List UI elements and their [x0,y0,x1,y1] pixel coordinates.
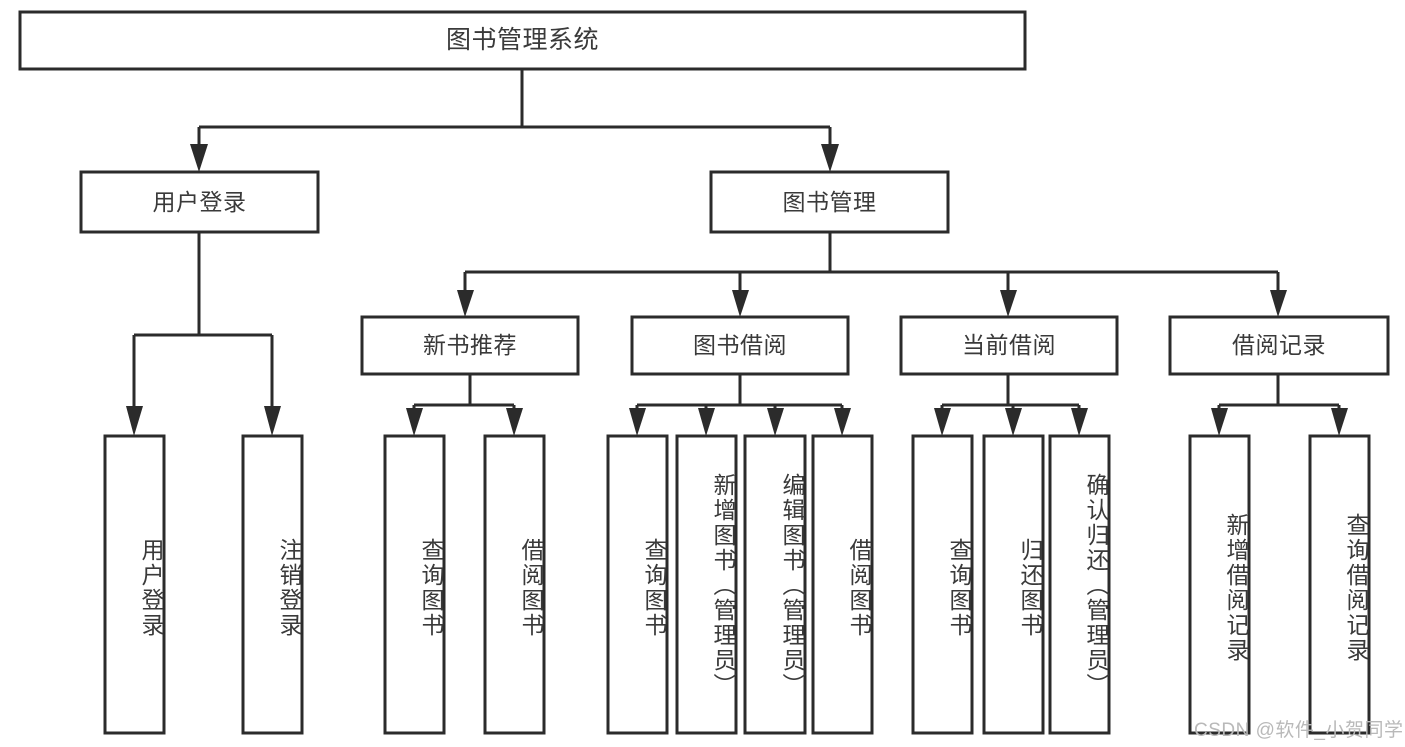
node-box-leaf-query-book-1[interactable] [383,434,446,735]
arrowhead-leaf-query-book-1 [406,408,423,436]
arrowhead-leaf-query-book-2 [629,408,646,436]
node-box-leaf-query-book-3[interactable] [911,434,974,735]
arrowhead-new-book-recommend [457,290,474,317]
node-box-current-borrow[interactable] [899,315,1119,376]
node-box-leaf-add-book[interactable] [675,434,738,735]
arrowhead-leaf-add-record [1211,408,1228,436]
arrowhead-leaf-query-book-3 [934,408,951,436]
arrowhead-leaf-logout [264,406,281,436]
node-box-leaf-query-record[interactable] [1308,434,1371,735]
node-box-user-login[interactable] [79,170,320,234]
node-box-leaf-return-book[interactable] [982,434,1045,735]
arrowhead-borrow-record [1270,290,1287,317]
node-box-book-borrow[interactable] [630,315,850,376]
csdn-watermark: CSDN @软件_小贺同学 [1194,720,1404,741]
arrowhead-user-login [190,144,208,172]
node-box-new-book-recommend[interactable] [360,315,580,376]
arrowhead-current-borrow [1000,290,1017,317]
node-box-root[interactable] [18,10,1027,71]
arrowhead-book-manage [821,144,839,172]
arrowhead-leaf-confirm-return [1071,408,1088,436]
node-box-leaf-borrow-book-1[interactable] [483,434,546,735]
arrowhead-leaf-query-record [1331,408,1348,436]
node-box-leaf-user-login[interactable] [103,434,166,735]
arrowhead-leaf-return-book [1005,408,1022,436]
arrowhead-leaf-user-login [126,406,143,436]
node-box-leaf-borrow-book-2[interactable] [811,434,874,735]
node-box-leaf-logout[interactable] [241,434,304,735]
arrowhead-leaf-borrow-book-1 [506,408,523,436]
node-box-leaf-confirm-return[interactable] [1048,434,1111,735]
node-box-borrow-record[interactable] [1168,315,1390,376]
node-box-leaf-query-book-2[interactable] [606,434,669,735]
node-box-leaf-edit-book[interactable] [743,434,807,735]
node-box-book-manage[interactable] [709,170,950,234]
arrowhead-leaf-edit-book [767,408,784,436]
arrowhead-leaf-borrow-book-2 [834,408,851,436]
node-box-leaf-add-record[interactable] [1188,434,1251,735]
arrowhead-book-borrow [732,290,749,317]
arrowhead-leaf-add-book [698,408,715,436]
